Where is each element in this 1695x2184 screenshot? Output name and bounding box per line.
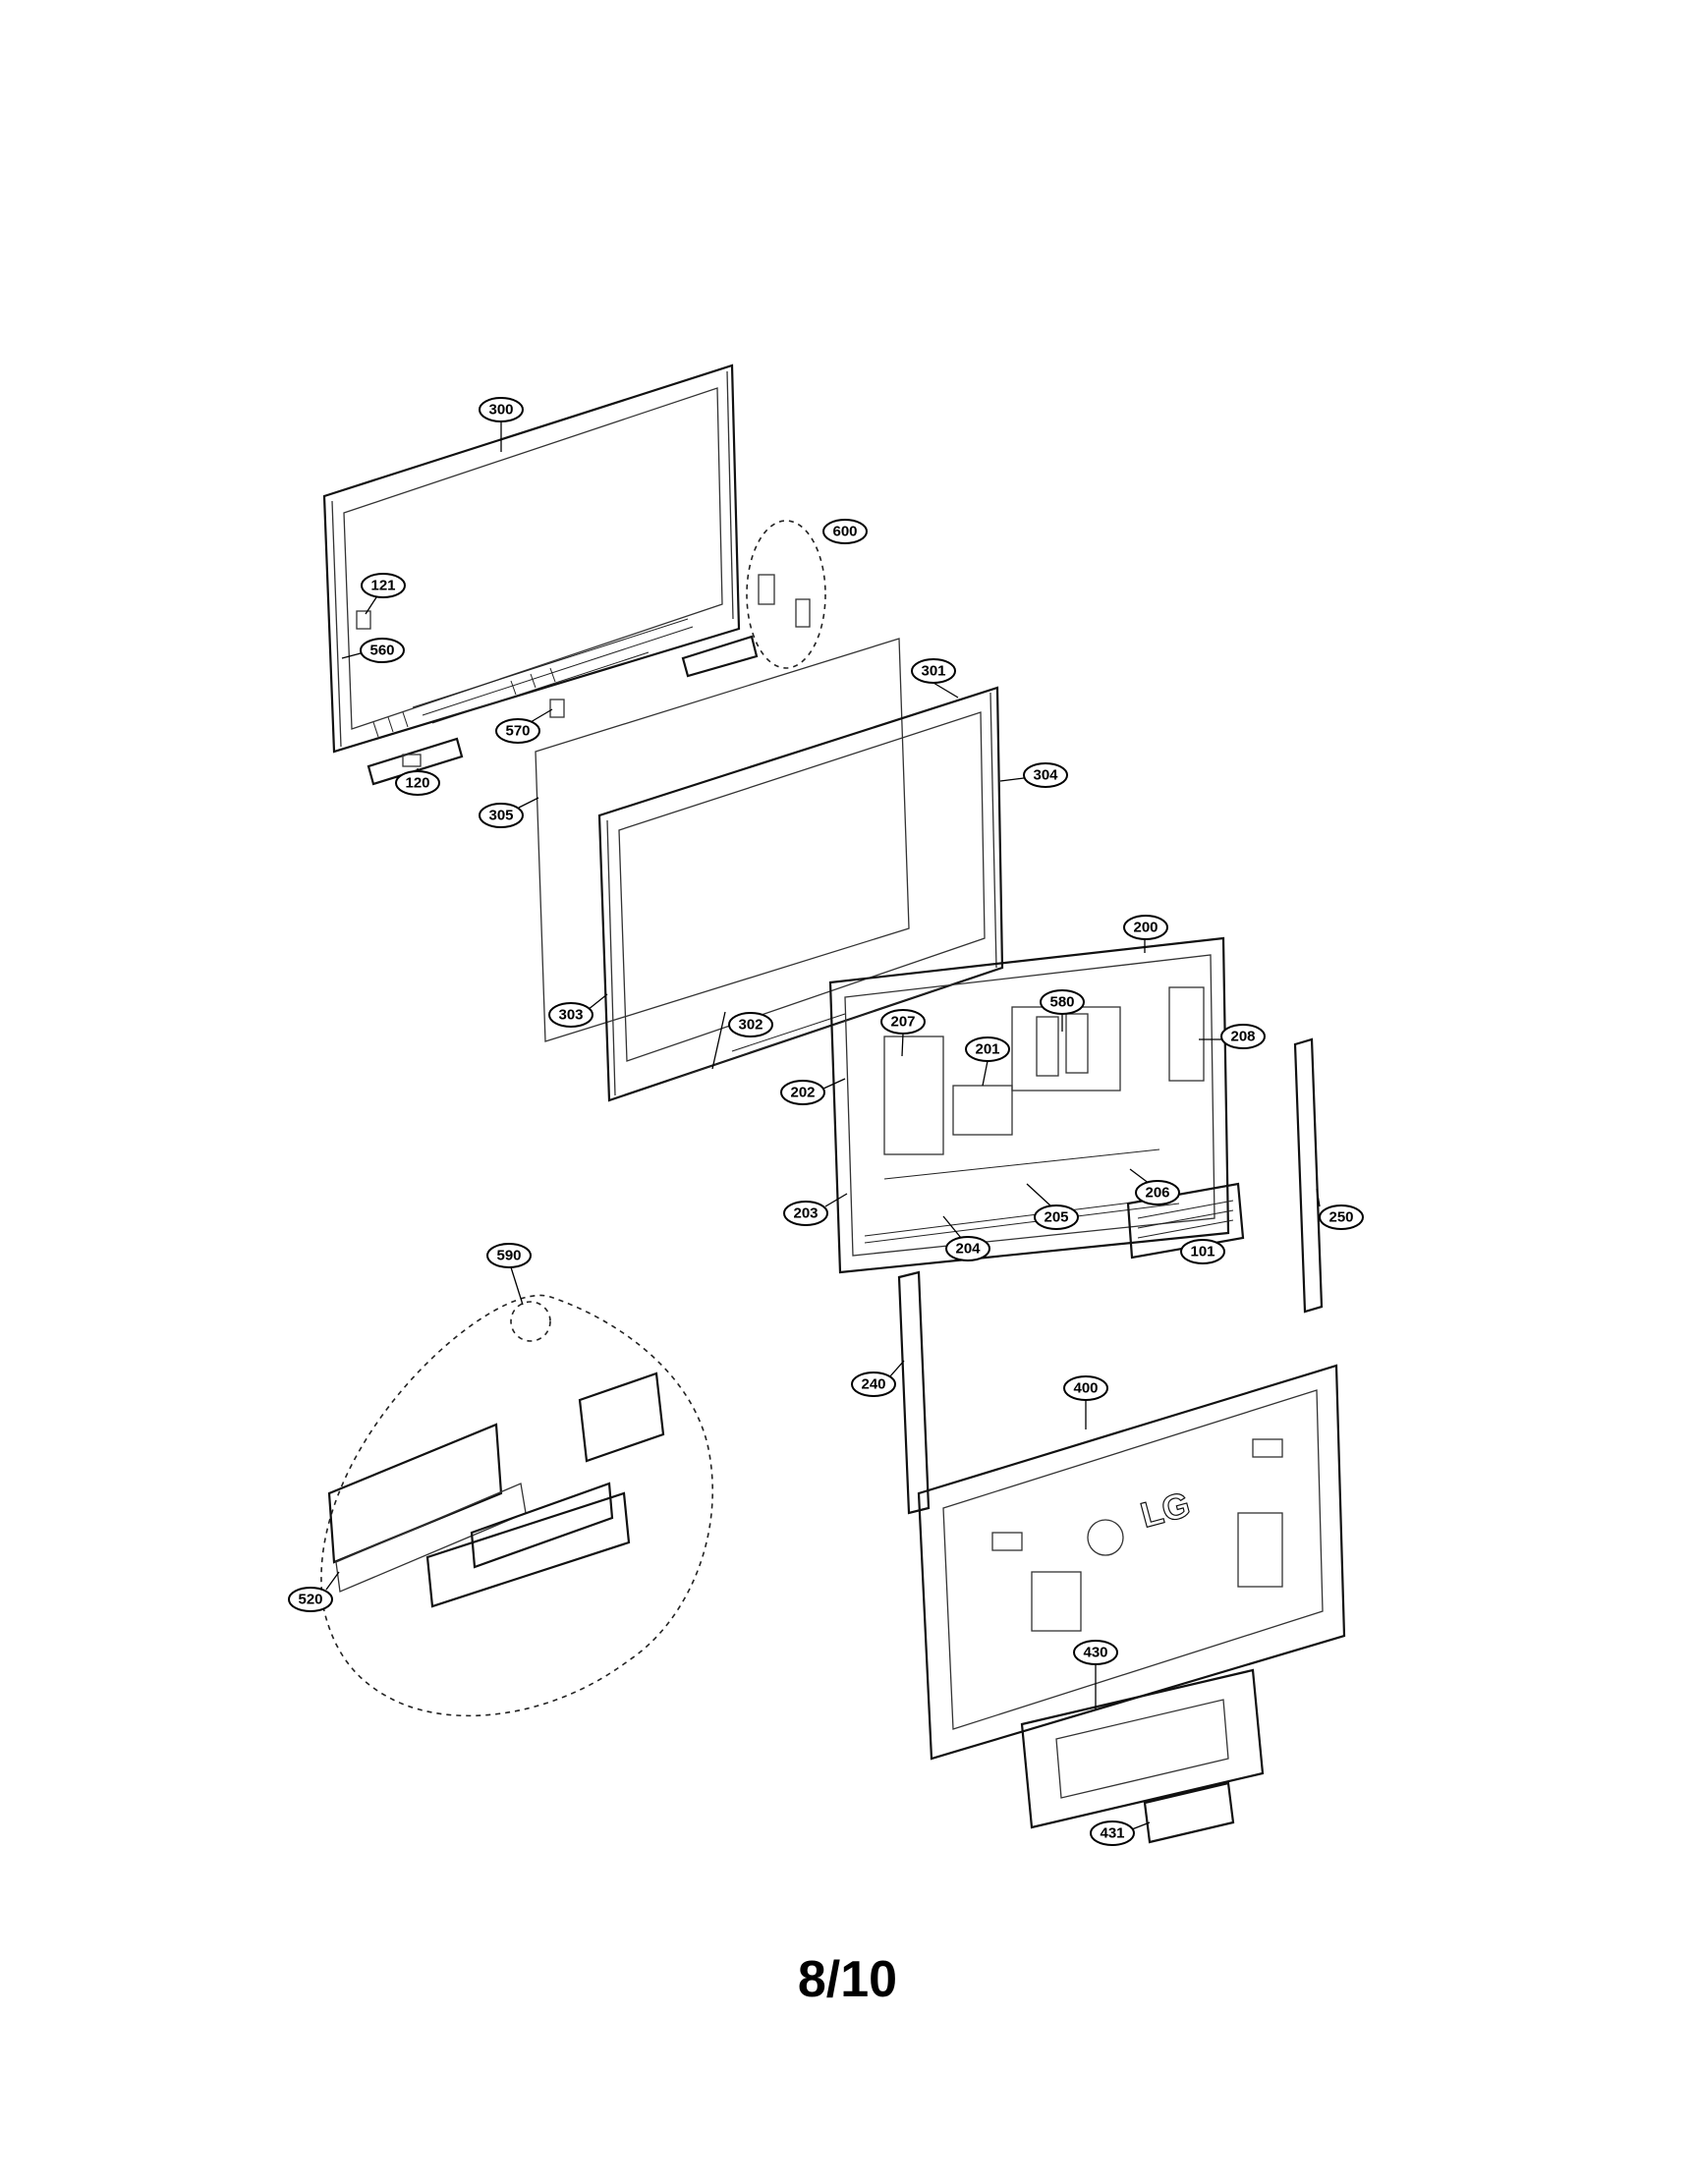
front-filter-glass-305 (535, 638, 910, 1042)
svg-text:300: 300 (488, 402, 513, 419)
callout-207: 207 (880, 1009, 926, 1057)
callout-206: 206 (1129, 1168, 1180, 1205)
callout-101: 101 (1180, 1239, 1225, 1264)
callout-304: 304 (999, 762, 1068, 788)
callout-570: 570 (495, 708, 553, 744)
callout-202: 202 (780, 1078, 846, 1105)
front-cabinet-300 (322, 364, 741, 754)
svg-text:201: 201 (975, 1041, 999, 1058)
callout-201: 201 (965, 1036, 1010, 1087)
callout-301: 301 (911, 658, 959, 699)
support-bracket-240 (897, 1270, 931, 1515)
callout-203: 203 (783, 1193, 848, 1226)
callout-240: 240 (851, 1360, 905, 1397)
svg-text:305: 305 (488, 808, 513, 824)
svg-text:120: 120 (405, 775, 429, 792)
callout-200: 200 (1123, 915, 1168, 953)
callout-580: 580 (1040, 989, 1085, 1032)
svg-text:121: 121 (370, 578, 395, 594)
svg-text:303: 303 (558, 1007, 583, 1024)
svg-text:200: 200 (1133, 920, 1158, 936)
callout-600: 600 (822, 519, 868, 544)
callout-250: 250 (1316, 1188, 1364, 1230)
connector-board-101 (1126, 1182, 1245, 1260)
svg-text:400: 400 (1073, 1380, 1098, 1397)
svg-text:203: 203 (793, 1205, 818, 1222)
callout-431: 431 (1090, 1820, 1151, 1846)
svg-text:202: 202 (790, 1085, 815, 1101)
svg-text:204: 204 (955, 1241, 981, 1258)
svg-text:570: 570 (505, 723, 530, 740)
svg-text:301: 301 (921, 663, 945, 680)
callout-303: 303 (548, 993, 608, 1028)
svg-text:240: 240 (861, 1376, 885, 1393)
speaker-left-120 (367, 737, 464, 786)
svg-text:250: 250 (1328, 1209, 1353, 1226)
svg-text:600: 600 (832, 524, 857, 540)
svg-text:101: 101 (1190, 1244, 1215, 1260)
svg-text:430: 430 (1083, 1645, 1107, 1661)
bracket-570 (549, 699, 565, 718)
callout-300: 300 (479, 397, 524, 452)
side-control-parts-600 (758, 574, 811, 628)
svg-text:560: 560 (369, 643, 394, 659)
svg-text:205: 205 (1044, 1209, 1068, 1226)
svg-text:208: 208 (1230, 1029, 1255, 1045)
ir-board-121 (356, 610, 371, 630)
svg-text:207: 207 (890, 1014, 915, 1031)
back-cover-logo-text: LG (1136, 1484, 1194, 1536)
svg-text:590: 590 (496, 1248, 521, 1264)
callout-204: 204 (942, 1215, 990, 1261)
callout-208: 208 (1199, 1024, 1266, 1049)
stand-cover-431 (1143, 1781, 1235, 1844)
speaker-right (681, 635, 759, 678)
detail-group-600 (746, 520, 826, 669)
svg-text:302: 302 (738, 1017, 763, 1034)
callout-120: 120 (395, 768, 440, 796)
callout-560: 560 (341, 638, 405, 663)
callout-400: 400 (1063, 1375, 1108, 1429)
callout-121: 121 (361, 573, 406, 615)
callout-590: 590 (486, 1243, 532, 1306)
stand-430 (1020, 1668, 1265, 1829)
support-bracket-250 (1293, 1037, 1324, 1314)
svg-text:304: 304 (1033, 767, 1058, 784)
svg-text:206: 206 (1145, 1185, 1169, 1202)
svg-text:520: 520 (298, 1592, 322, 1608)
pcb-group-520 (320, 1294, 714, 1717)
callout-302: 302 (711, 1011, 773, 1070)
svg-text:431: 431 (1100, 1825, 1124, 1842)
callout-205: 205 (1026, 1183, 1079, 1230)
svg-text:580: 580 (1049, 994, 1074, 1011)
page-number: 8/10 (797, 1951, 898, 2008)
callout-520: 520 (288, 1571, 340, 1612)
callout-430: 430 (1073, 1640, 1118, 1709)
callout-305: 305 (479, 797, 539, 828)
frame-assembly-301 (597, 686, 1004, 1102)
